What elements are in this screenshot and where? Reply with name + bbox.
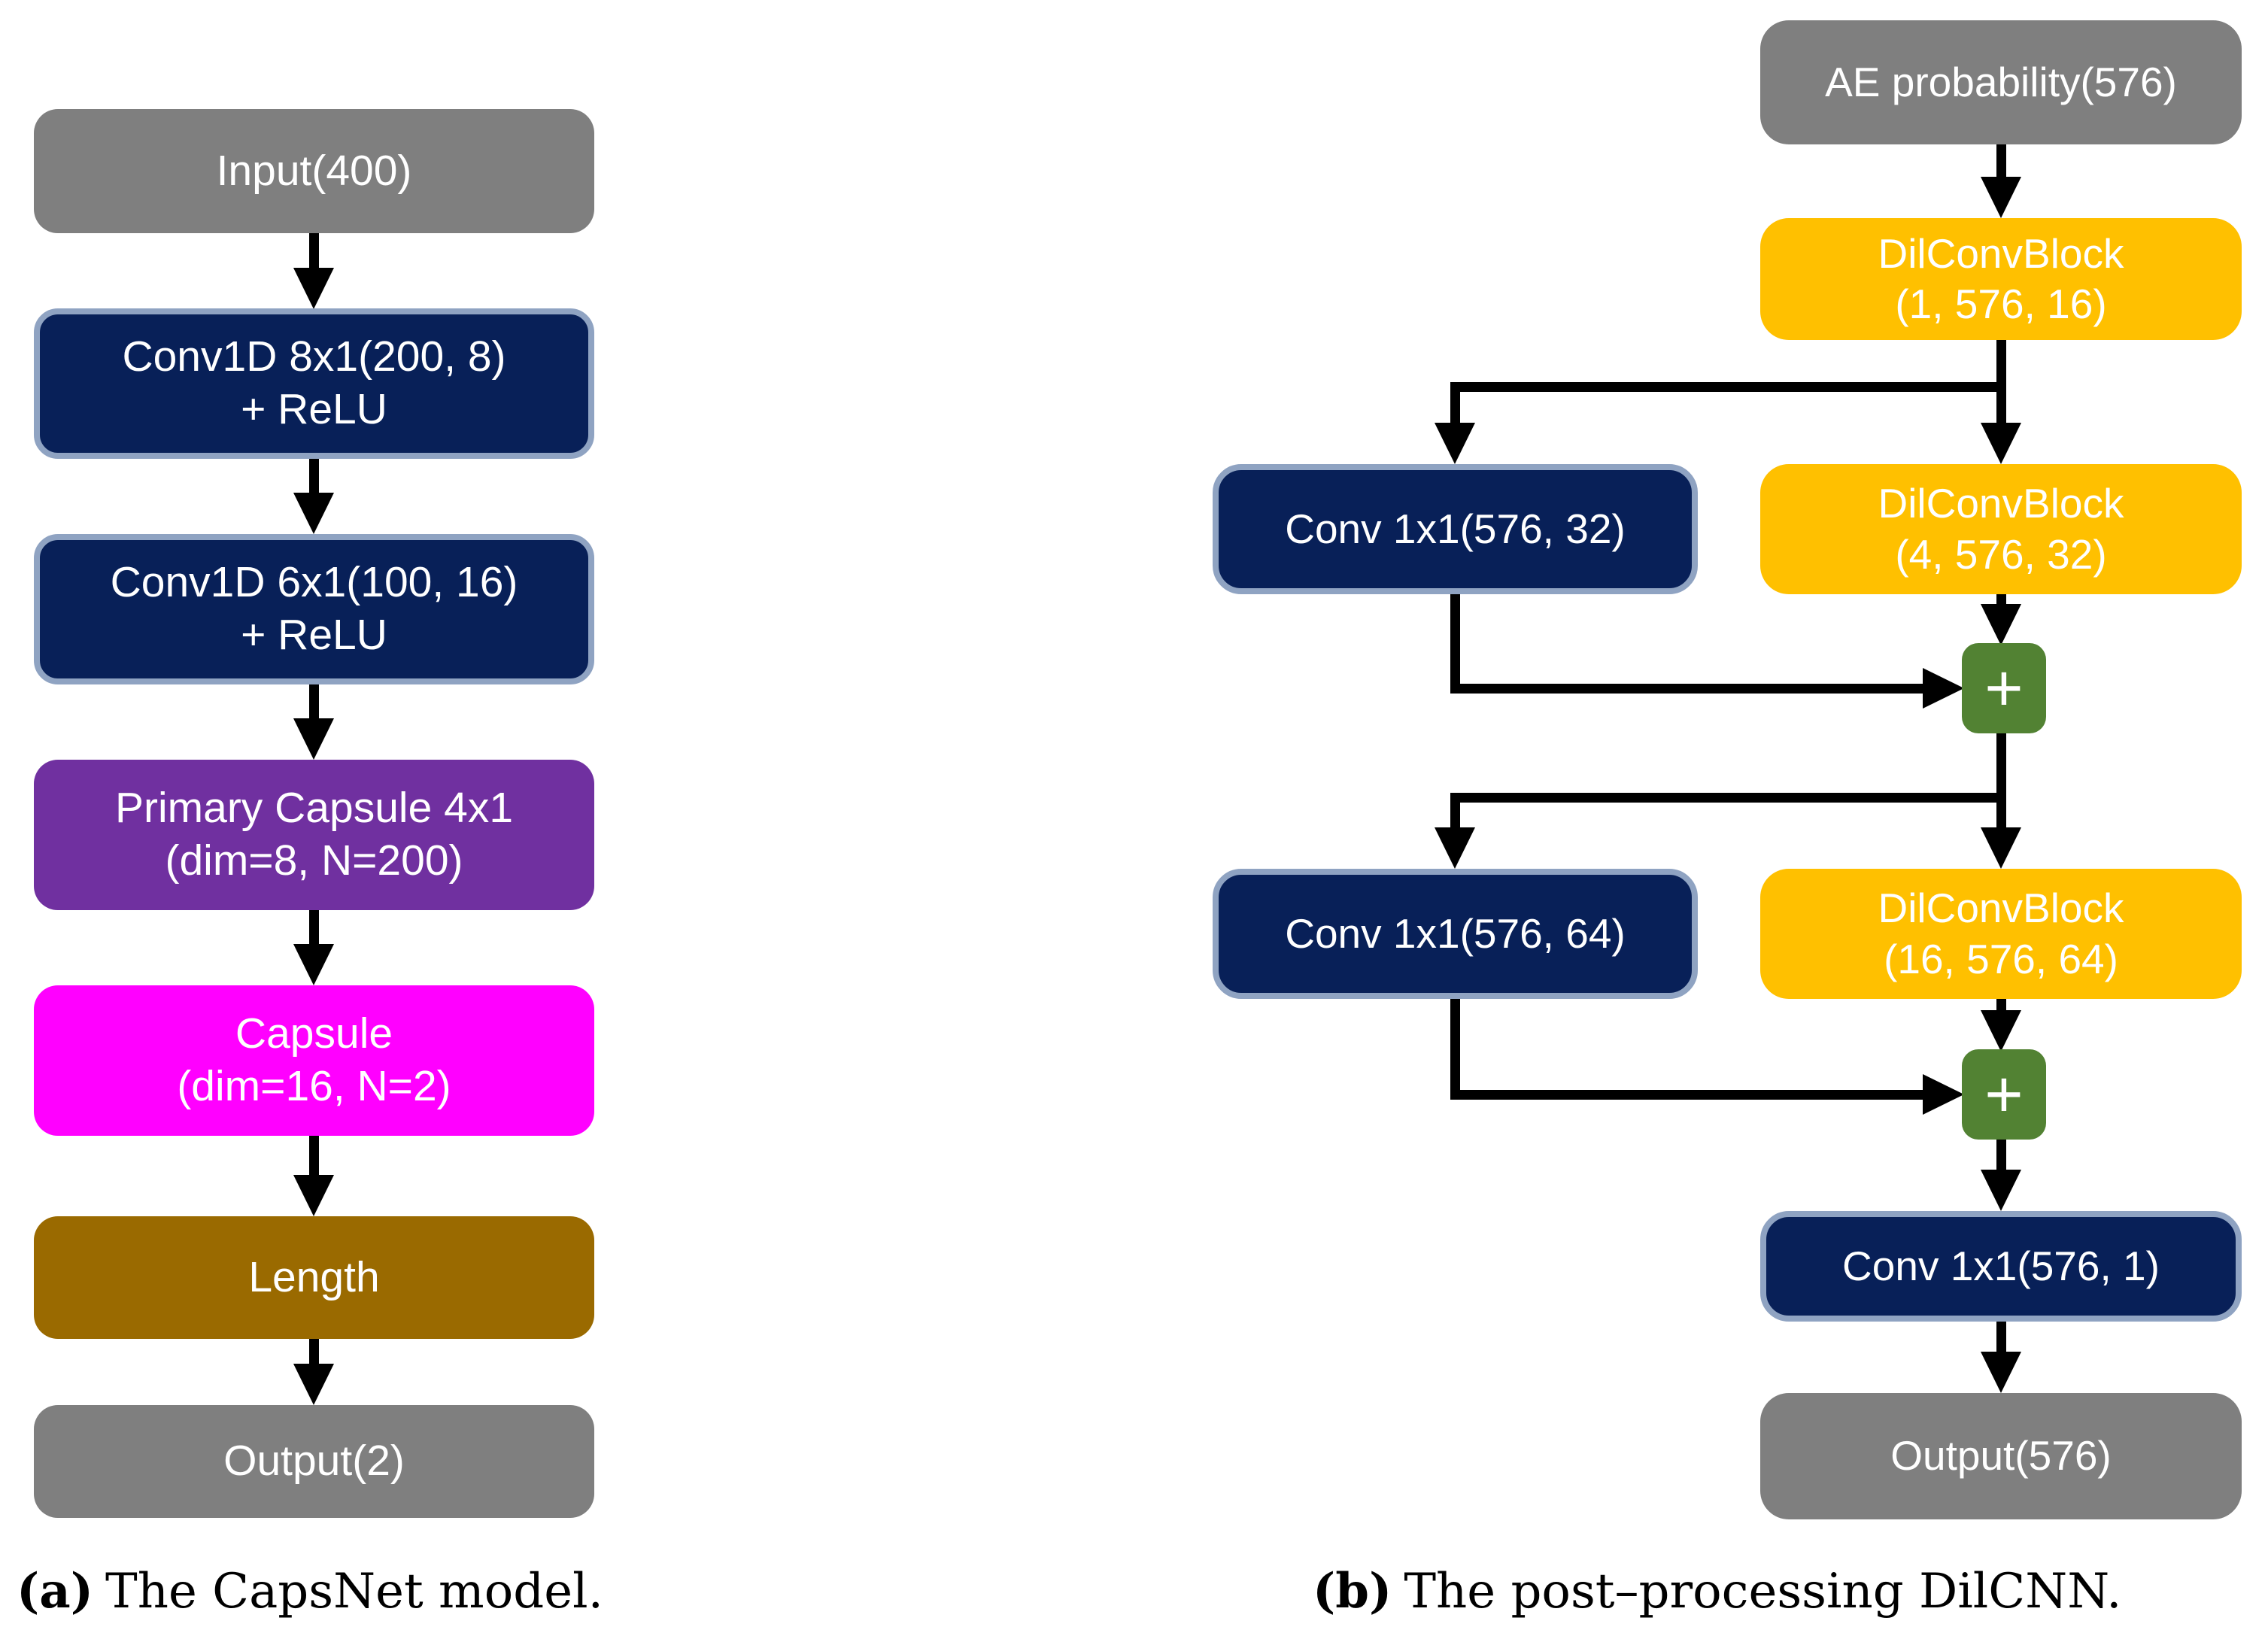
block-label: Conv 1x1(576, 32) (1285, 505, 1626, 552)
connector-split2-hline (1450, 793, 2006, 803)
arrow-shaft-conv1-to-output (1996, 1322, 2006, 1352)
block-primary-capsule: Primary Capsule 4x1 (dim=8, N=200) (34, 760, 594, 910)
arrowhead-length-to-output (293, 1364, 334, 1405)
block-input-400: Input(400) (34, 109, 594, 233)
connector-elbow1-vline (1450, 594, 1460, 694)
connector-split1-center-vline (1996, 340, 2006, 423)
caption-a-text: The CapsNet model. (105, 1564, 603, 1619)
block-capsule: Capsule (dim=16, N=2) (34, 985, 594, 1136)
arrowhead-primcap-to-capsule (293, 944, 334, 985)
arrow-shaft-add2-to-conv1 (1996, 1140, 2006, 1170)
block-label: Output(576) (1890, 1432, 2112, 1480)
caption-a-label: (a) (17, 1563, 94, 1619)
block-label: (dim=16, N=2) (177, 1062, 451, 1110)
arrowhead-split2-to-conv64 (1435, 827, 1475, 869)
block-conv1d-6x1: Conv1D 6x1(100, 16) + ReLU (34, 534, 594, 684)
block-conv-1x1-576-1: Conv 1x1(576, 1) (1760, 1211, 2242, 1322)
block-label: Conv1D 6x1(100, 16) (110, 558, 518, 607)
block-dilconvblock-16: DilConvBlock (16, 576, 64) (1760, 869, 2242, 999)
block-conv-1x1-576-64: Conv 1x1(576, 64) (1213, 869, 1698, 999)
block-label: DilConvBlock (1878, 229, 2124, 277)
block-label: Output(2) (223, 1437, 405, 1486)
arrowhead-elbow1-to-add1 (1923, 668, 1964, 709)
arrowhead-split1-to-conv32 (1435, 423, 1475, 464)
block-label: (4, 576, 32) (1895, 530, 2107, 578)
block-add-1: + (1962, 643, 2046, 733)
caption-b-text: The post–processing DilCNN. (1404, 1564, 2122, 1619)
arrow-shaft-capsule-to-length (309, 1136, 319, 1175)
block-label: DilConvBlock (1878, 885, 2124, 932)
arrowhead-split2-to-dilconv3 (1981, 827, 2021, 869)
arrow-shaft-conv8-to-conv6 (309, 459, 319, 493)
block-ae-probability: AE probability(576) (1760, 20, 2242, 144)
arrow-shaft-ae-to-dilconv1 (1996, 144, 2006, 177)
block-label: Length (248, 1252, 380, 1301)
arrow-shaft-conv6-to-primcap (309, 684, 319, 718)
plus-icon: + (1984, 1057, 2024, 1131)
arrowhead-conv1-to-output (1981, 1352, 2021, 1393)
arrowhead-capsule-to-length (293, 1175, 334, 1216)
connector-elbow1-hline (1450, 684, 1923, 694)
block-label: (16, 576, 64) (1884, 935, 2118, 982)
block-label: AE probability(576) (1825, 58, 2177, 105)
connector-split1-hline (1450, 382, 2006, 392)
block-label: Capsule (235, 1009, 393, 1058)
arrow-shaft-length-to-output (309, 1339, 319, 1364)
arrow-shaft-primcap-to-capsule (309, 910, 319, 944)
connector-split2-left-vline (1450, 803, 1460, 827)
block-label: Conv1D 8x1(200, 8) (122, 332, 506, 381)
block-label: Primary Capsule 4x1 (114, 784, 514, 833)
arrowhead-dilconv2-to-add1 (1981, 604, 2021, 645)
block-dilconvblock-1: DilConvBlock (1, 576, 16) (1760, 218, 2242, 340)
block-label: + ReLU (241, 611, 387, 659)
connector-elbow2-vline (1450, 999, 1460, 1100)
block-label: DilConvBlock (1878, 480, 2124, 527)
connector-elbow2-hline (1450, 1090, 1923, 1100)
arrowhead-ae-to-dilconv1 (1981, 177, 2021, 218)
connector-split2-center-vline (1996, 733, 2006, 827)
block-length: Length (34, 1216, 594, 1339)
plus-icon: + (1984, 651, 2024, 725)
block-conv-1x1-576-32: Conv 1x1(576, 32) (1213, 464, 1698, 594)
arrowhead-input-to-conv8 (293, 268, 334, 309)
arrow-shaft-input-to-conv8 (309, 233, 319, 268)
block-conv1d-8x1: Conv1D 8x1(200, 8) + ReLU (34, 308, 594, 459)
arrowhead-dilconv3-to-add2 (1981, 1010, 2021, 1052)
arrowhead-split1-to-dilconv2 (1981, 423, 2021, 464)
block-output-2: Output(2) (34, 1405, 594, 1518)
caption-panel-b: (b)The post–processing DilCNN. (1313, 1563, 2121, 1619)
caption-panel-a: (a)The CapsNet model. (17, 1563, 603, 1619)
block-dilconvblock-4: DilConvBlock (4, 576, 32) (1760, 464, 2242, 594)
block-label: + ReLU (241, 385, 387, 433)
block-label: (dim=8, N=200) (165, 836, 463, 885)
block-add-2: + (1962, 1049, 2046, 1140)
block-label: Conv 1x1(576, 1) (1842, 1242, 2160, 1289)
arrow-shaft-dilconv3-to-add2 (1996, 999, 2006, 1010)
arrowhead-conv6-to-primcap (293, 718, 334, 760)
arrowhead-conv8-to-conv6 (293, 493, 334, 534)
connector-split1-left-vline (1450, 392, 1460, 423)
block-label: (1, 576, 16) (1895, 281, 2107, 327)
block-label: Input(400) (216, 146, 412, 195)
block-output-576: Output(576) (1760, 1393, 2242, 1519)
arrowhead-add2-to-conv1 (1981, 1170, 2021, 1211)
arrow-shaft-dilconv2-to-add1 (1996, 594, 2006, 604)
block-label: Conv 1x1(576, 64) (1285, 909, 1626, 957)
arrowhead-elbow2-to-add2 (1923, 1074, 1964, 1115)
caption-b-label: (b) (1313, 1563, 1392, 1619)
